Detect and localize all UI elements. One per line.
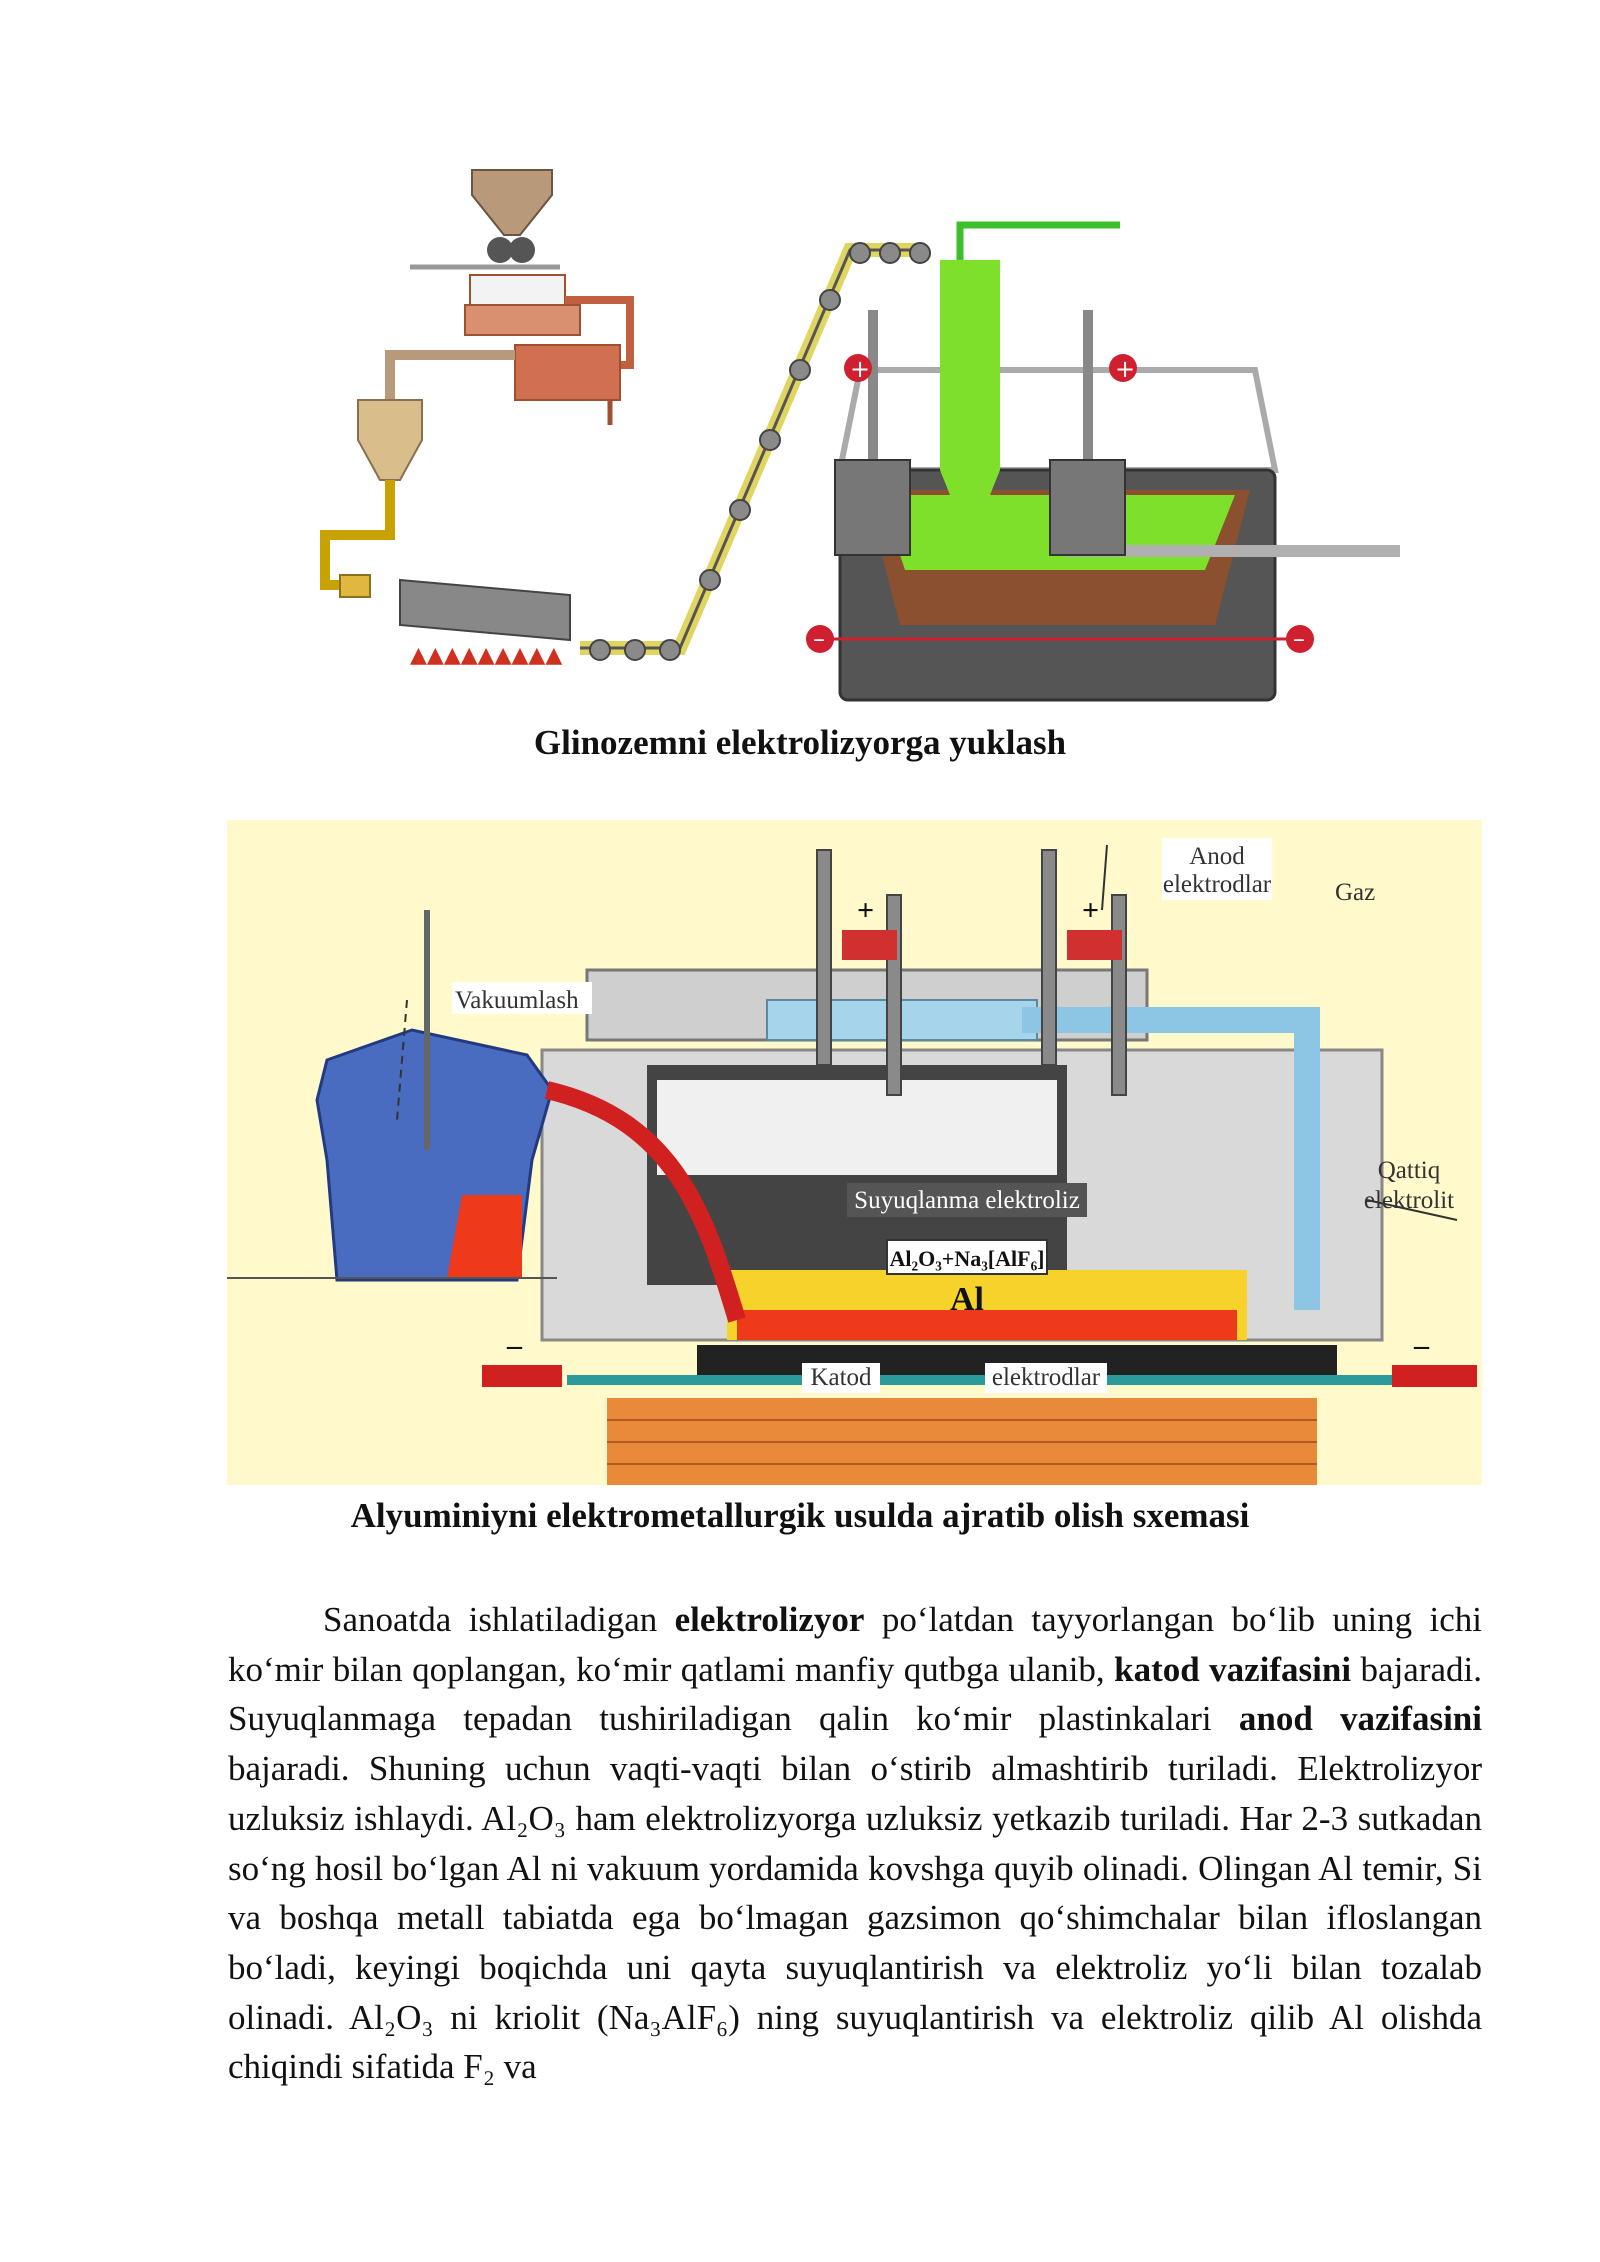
label-elektrodlar-katod: elektrodlar bbox=[992, 1364, 1101, 1391]
paragraph-text-4: bajaradi. Shuning uchun vaqti-vaqti bila… bbox=[228, 1749, 1482, 2087]
label-katod: Katod bbox=[810, 1364, 872, 1391]
label-formula: Al₂O₃+Na₃[AlF₆] bbox=[889, 1246, 1044, 1271]
label-gaz: Gaz bbox=[1335, 879, 1375, 906]
label-qattiq: Qattiq bbox=[1378, 1157, 1441, 1184]
paragraph-text-1: Sanoatda ishlatiladigan bbox=[323, 1600, 675, 1639]
label-al: Al bbox=[950, 1281, 984, 1318]
svg-text:–: – bbox=[1293, 625, 1305, 653]
figure1-caption: Glinozemni elektrolizyorga yuklash bbox=[533, 723, 1067, 762]
svg-text:–: – bbox=[813, 625, 825, 653]
label-plus-right: + bbox=[1082, 894, 1099, 927]
label-minus-right: – bbox=[1413, 1329, 1430, 1362]
alumina-loading-diagram: ▲▲▲▲▲▲▲▲▲ + + – – bbox=[320, 169, 1400, 702]
figure2-caption: Alyuminiyni elektrometallurgik usulda aj… bbox=[350, 1496, 1250, 1535]
svg-text:+: + bbox=[850, 355, 870, 383]
svg-text:+: + bbox=[1115, 355, 1135, 383]
term-katod-vazifasini: katod vazifasini bbox=[1114, 1649, 1352, 1689]
label-anod: Anod bbox=[1189, 843, 1245, 870]
label-elektrolit: elektrolit bbox=[1364, 1187, 1454, 1214]
label-vakuumlash: Vakuumlash bbox=[455, 987, 579, 1014]
term-elektrolizyor: elektrolizyor bbox=[674, 1600, 865, 1639]
paragraph-text-3: bajaradi. Suyuqlanmaga tepadan tushirila… bbox=[228, 1649, 1482, 1739]
label-plus-left: + bbox=[857, 894, 874, 927]
term-anod-vazifasini: anod vazifasini bbox=[1238, 1699, 1482, 1739]
svg-text:▲▲▲▲▲▲▲▲▲: ▲▲▲▲▲▲▲▲▲ bbox=[410, 643, 562, 668]
label-suyuqlanma: Suyuqlanma elektroliz bbox=[854, 1187, 1080, 1214]
aluminium-electrolysis-diagram: Anod elektrodlar Gaz Vakuumlash Qattiq e… bbox=[227, 820, 1482, 1485]
label-elektrodlar-anod: elektrodlar bbox=[1163, 871, 1272, 898]
paragraph-text-2: po‘latdan tayyorlangan bo‘lib uning ichi… bbox=[228, 1600, 1482, 1689]
body-paragraph: Sanoatda ishlatiladigan elektrolizyor po… bbox=[228, 1595, 1482, 2092]
label-minus-left: – bbox=[506, 1329, 523, 1362]
